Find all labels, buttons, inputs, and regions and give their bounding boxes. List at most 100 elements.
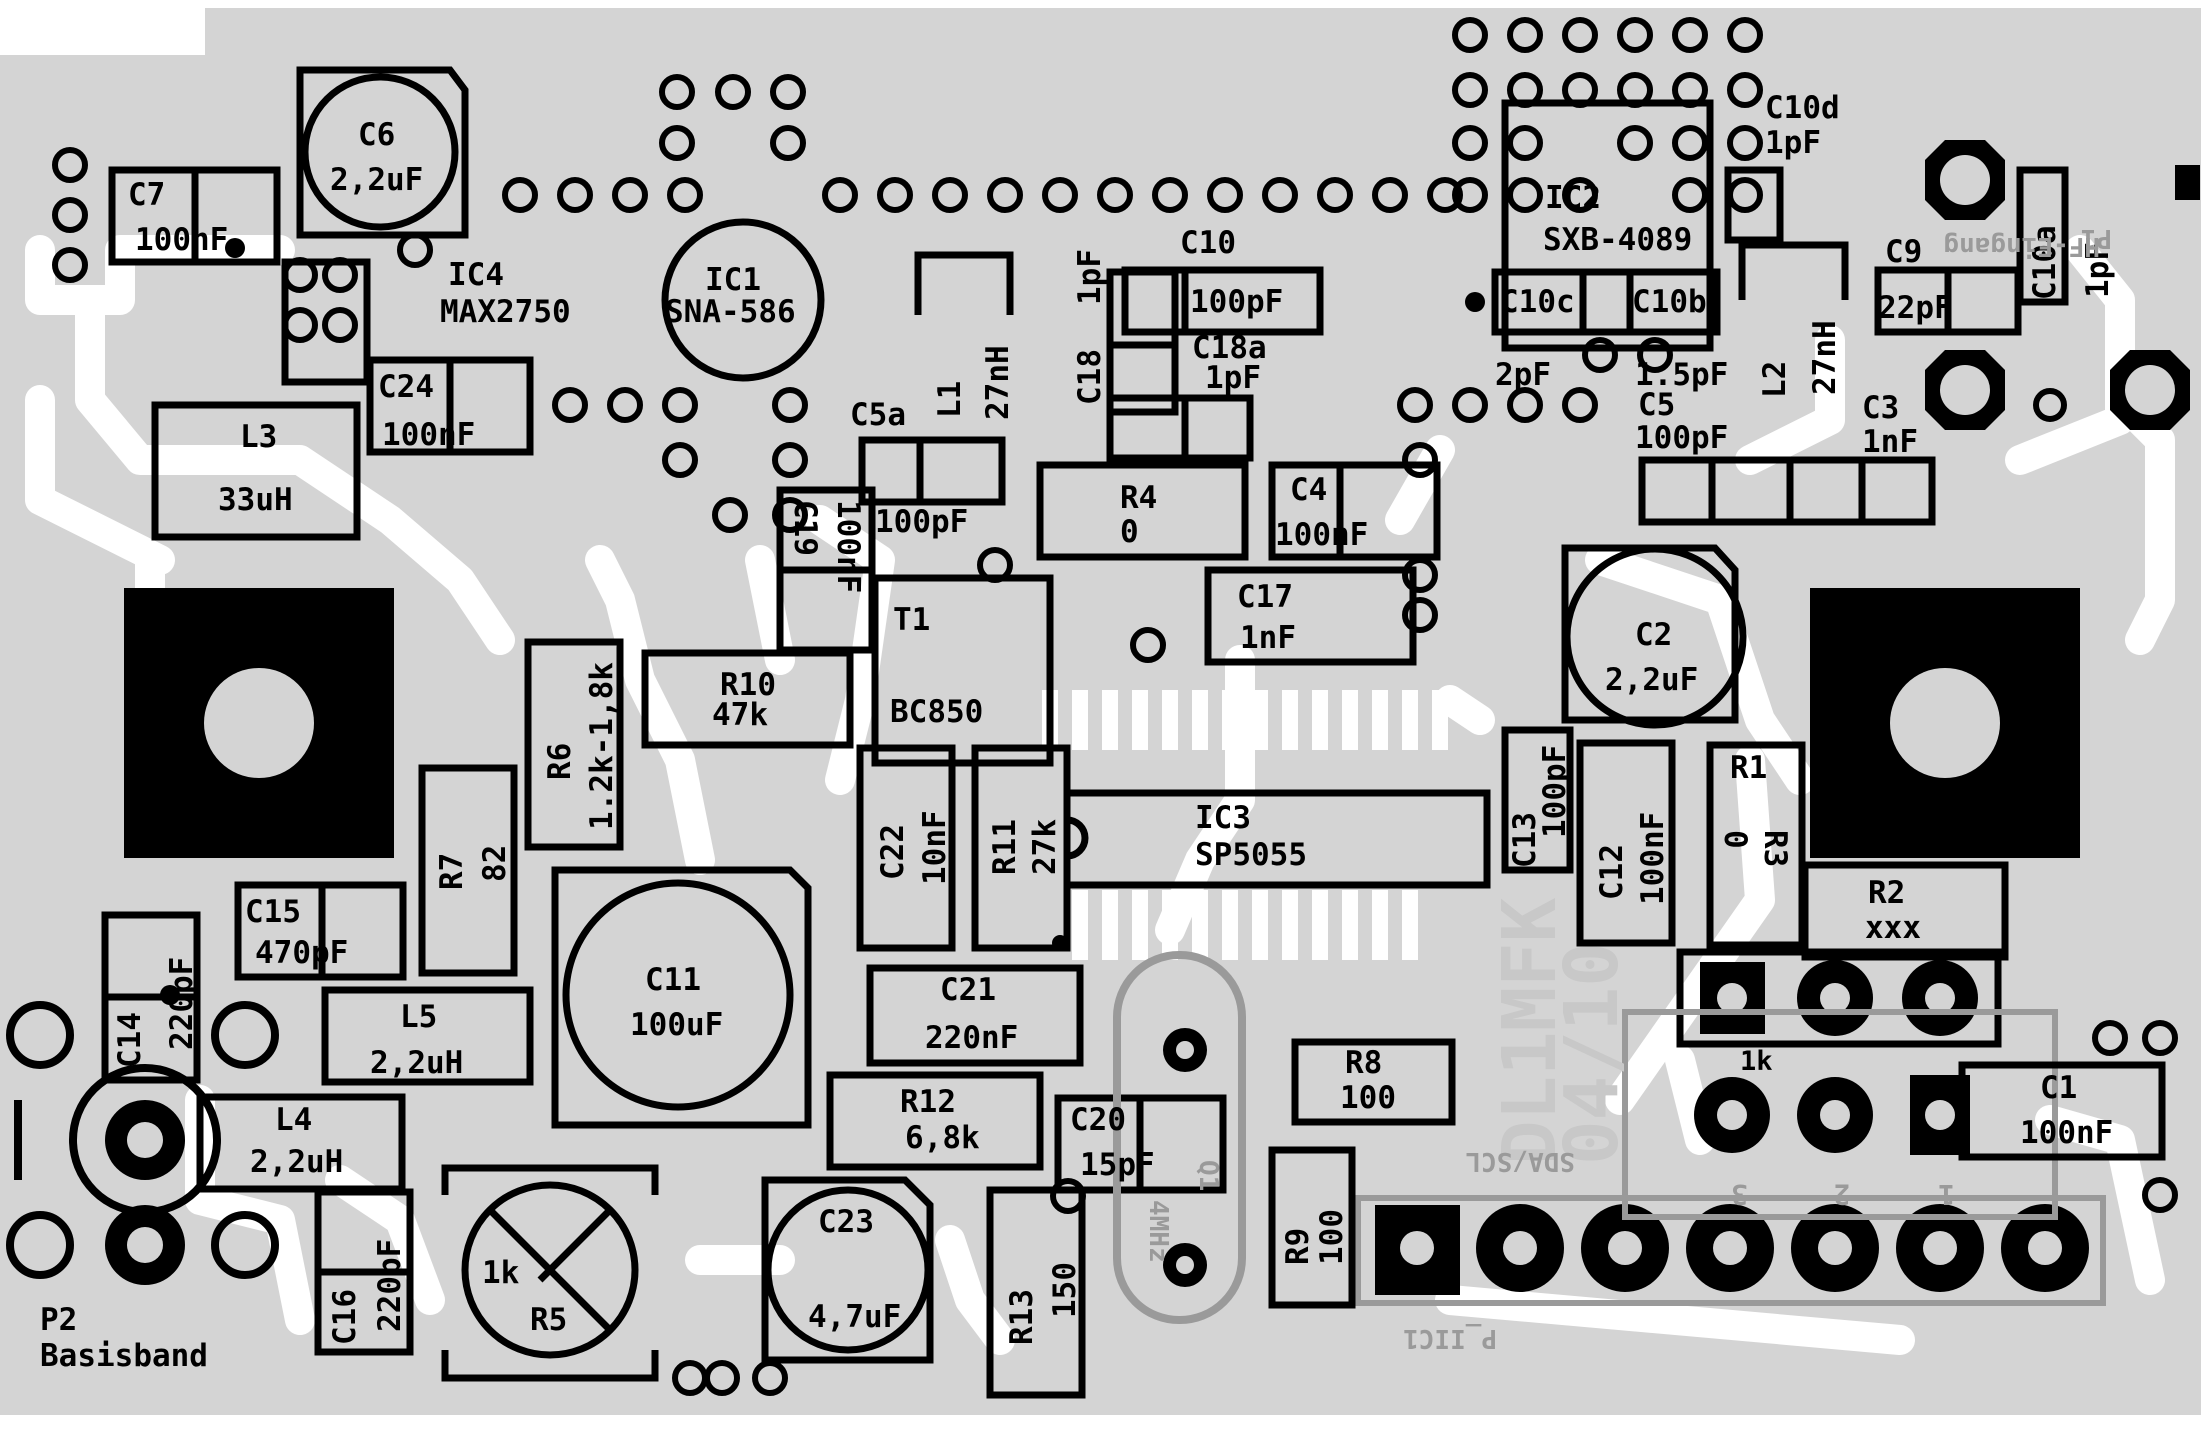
rf-pads [1925, 140, 2200, 430]
p2-ref: P2 [40, 1302, 77, 1338]
c5a-value: 100pF [875, 504, 968, 540]
c5-ref: C5 [1638, 387, 1675, 423]
date-text: 04/10 [1549, 942, 1635, 1165]
c7-ref: C7 [128, 177, 165, 213]
c17-ref: C17 [1237, 579, 1293, 615]
r3-ref: R3 [1757, 830, 1793, 867]
c18a-ref: C18a [1192, 330, 1267, 366]
i2c-header [1355, 1195, 2106, 1306]
c10a-value: 1pF [2080, 242, 2116, 298]
r9-value: 100 [1314, 1209, 1350, 1265]
l2-value: 27nH [1807, 320, 1843, 395]
r2-value: xxx [1865, 910, 1921, 946]
c5-value: 100pF [1635, 420, 1728, 456]
l4-ref: L4 [275, 1102, 312, 1138]
r7-ref: R7 [434, 853, 470, 890]
pin3-label: 3 [1731, 1178, 1748, 1211]
l5-ref: L5 [400, 999, 437, 1035]
component-outlines [101, 66, 2166, 1399]
c2-ref: C2 [1635, 617, 1672, 653]
c10d-value: 1pF [1765, 125, 1821, 161]
c15-value: 470pF [255, 935, 348, 971]
r11-value: 27k [1027, 819, 1063, 875]
c3-ref: C3 [1862, 390, 1899, 426]
c10-ref: C10 [1180, 225, 1236, 261]
r7-value: 82 [477, 845, 513, 882]
mounting-hole-left [124, 588, 394, 858]
l2-ref: L2 [1757, 361, 1793, 398]
author-text: DL1MFK [1487, 897, 1573, 1165]
q1-ref: Q1 [1193, 1160, 1223, 1191]
r13-value: 150 [1047, 1262, 1083, 1318]
r2-ref: R2 [1868, 875, 1905, 911]
pin1-label: 1 [1938, 1178, 1955, 1211]
copper-signature: DL1MFK 04/10 [1487, 897, 1635, 1165]
c19-ref: C19 [787, 500, 823, 556]
rf-in-label: HF-Eingang [1943, 231, 2100, 261]
ic3-ref: IC3 [1195, 800, 1251, 836]
c12-value: 100nF [1635, 812, 1671, 905]
c10c-ref: C10c [1500, 284, 1575, 320]
q1-pads [1163, 1028, 1207, 1287]
t1-ref: T1 [893, 602, 930, 638]
r5-value: 1k [482, 1255, 520, 1291]
r10-ref: R10 [720, 667, 776, 703]
c3-value: 1nF [1862, 424, 1918, 460]
c24-ref: C24 [378, 369, 434, 405]
ic4-ref: IC4 [448, 257, 504, 293]
c20-value: 15pF [1080, 1147, 1155, 1183]
c14-ref: C14 [112, 1012, 148, 1068]
ic1-value: SNA-586 [665, 294, 796, 330]
c13-ref: C13 [1507, 812, 1543, 868]
c21-ref: C21 [940, 972, 996, 1008]
c20-ref: C20 [1070, 1102, 1126, 1138]
c10b-ref: C10b [1632, 284, 1707, 320]
r13-ref: R13 [1004, 1289, 1040, 1345]
c10d-ref: C10d [1765, 90, 1840, 126]
c22-value: 10nF [917, 810, 953, 885]
r12-value: 6,8k [905, 1120, 980, 1156]
l5-value: 2,2uH [370, 1045, 463, 1081]
ic1-ref: IC1 [705, 262, 761, 298]
jumper-block [1622, 948, 2058, 1220]
l1-ref: L1 [932, 381, 968, 418]
r4-value: 0 [1120, 514, 1139, 550]
ic2-ref: IC2 [1545, 180, 1601, 216]
c15-ref: C15 [245, 894, 301, 930]
c18a-value: 1pF [1205, 360, 1261, 396]
mounting-hole-right [1810, 588, 2080, 858]
c7-value: 100nF [135, 222, 228, 258]
ic3-value: SP5055 [1195, 837, 1307, 873]
c11-ref: C11 [645, 962, 701, 998]
r6-value: 1.2k-1,8k [584, 662, 620, 830]
c2-value: 2,2uF [1605, 662, 1698, 698]
r11-ref: R11 [987, 819, 1023, 875]
c16-ref: C16 [327, 1289, 363, 1345]
c4-ref: C4 [1290, 472, 1327, 508]
p1-ref: P1 [2081, 223, 2112, 253]
c9-value: 22pF [1878, 290, 1953, 326]
c18-value: 1pF [1072, 249, 1108, 305]
ic2-value: SXB-4089 [1543, 222, 1692, 258]
i2c-label: SDA/SCL [1465, 1146, 1575, 1176]
l3-value: 33uH [218, 482, 293, 518]
c1-ref: C1 [2040, 1070, 2077, 1106]
c4-value: 100nF [1275, 517, 1368, 553]
c13-value: 100pF [1537, 745, 1573, 838]
c6-value: 2,2uF [330, 162, 423, 198]
l4-value: 2,2uH [250, 1144, 343, 1180]
r9-ref: R9 [1280, 1228, 1316, 1265]
c10-value: 100pF [1190, 284, 1283, 320]
r8-ref: R8 [1345, 1045, 1382, 1081]
c10b-value: 1.5pF [1635, 357, 1728, 393]
c10c-value: 2pF [1495, 357, 1551, 393]
c24-value: 100nF [382, 417, 475, 453]
q1-freq: 4MHz [1143, 1200, 1173, 1263]
l1-value: 27nH [980, 345, 1016, 420]
c6-ref: C6 [358, 117, 395, 153]
r1-ref: R1 [1730, 750, 1767, 786]
c23-value: 4,7uF [808, 1299, 901, 1335]
c22-ref: C22 [875, 824, 911, 880]
